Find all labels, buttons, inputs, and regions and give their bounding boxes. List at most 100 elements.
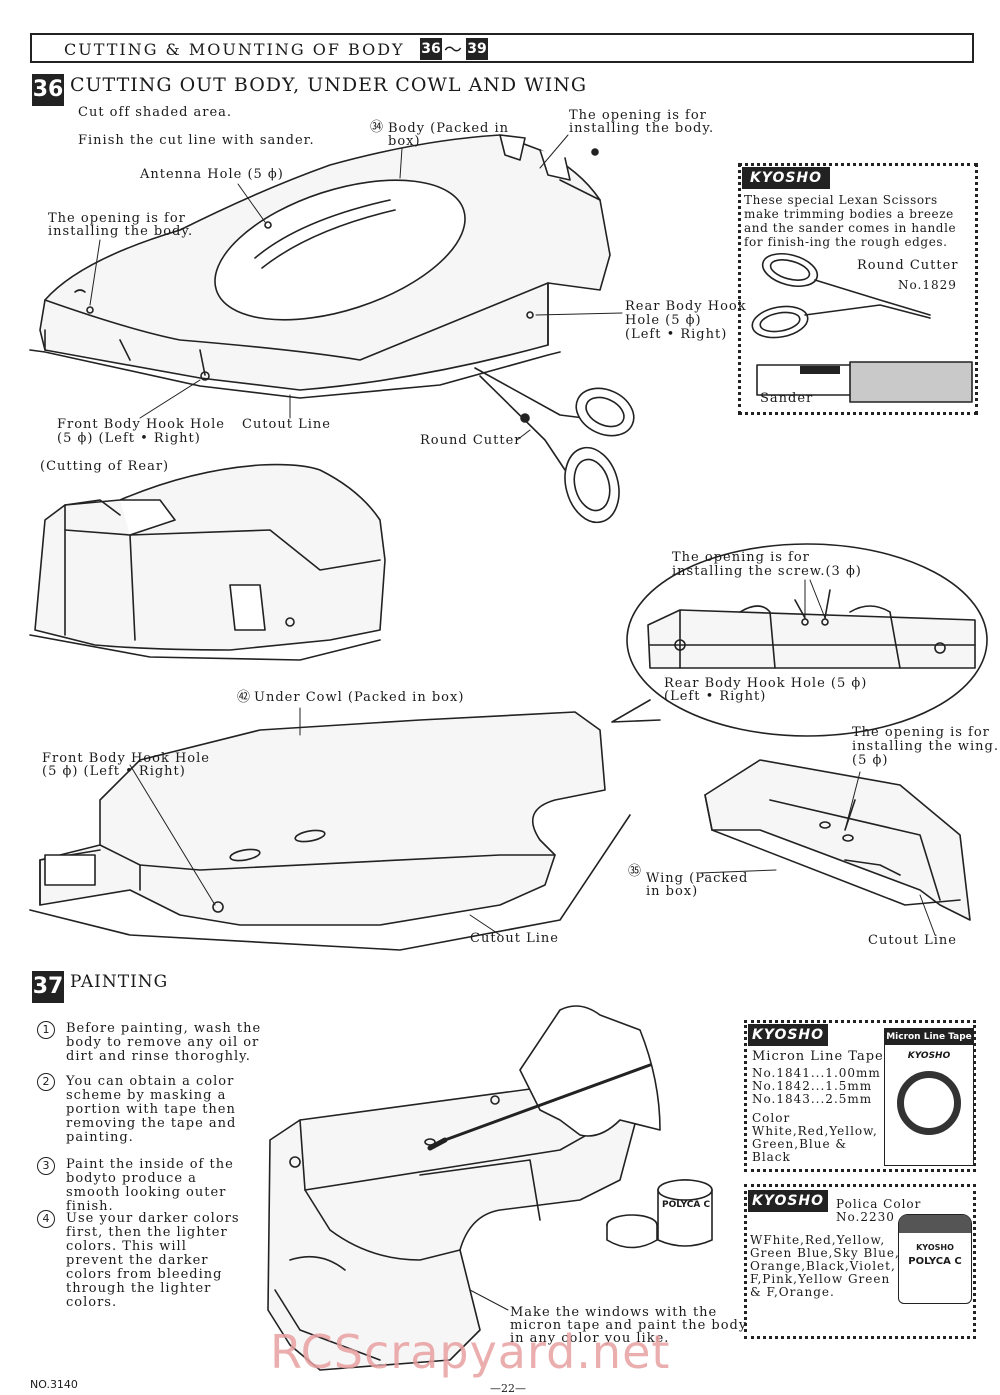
footer-document-number: NO.3140 bbox=[30, 1378, 78, 1391]
label-cutout-line: Cutout Line bbox=[242, 417, 331, 432]
rear-cut-drawing bbox=[29, 463, 386, 661]
label-opening-body-right-2: installing the body. bbox=[569, 121, 715, 136]
promo-tape-colors-2: Green,Blue & bbox=[752, 1137, 848, 1151]
label-rear-hook-callout: Rear Body Hook Hole (5 ϕ) bbox=[664, 676, 868, 691]
label-front-hook-hole: Front Body Hook Hole bbox=[57, 417, 225, 432]
promo-scissors-drawing bbox=[751, 252, 973, 403]
promo-tape-item-3: No.1843...2.5mm bbox=[752, 1092, 873, 1106]
label-round-cutter: Round Cutter bbox=[420, 433, 522, 448]
page-title: CUTTING & MOUNTING OF BODY bbox=[64, 40, 405, 59]
painting-step-3: Paint the inside of the bodyto produce a… bbox=[66, 1157, 234, 1214]
watermark: RCScrapyard.net bbox=[270, 1325, 671, 1379]
label-windows-2: micron tape and paint the body bbox=[510, 1318, 748, 1333]
label-cutout-line-wing: Cutout Line bbox=[868, 933, 957, 948]
label-cutout-line-cowl: Cutout Line bbox=[470, 931, 559, 946]
label-rear-hook-size: Hole (5 ϕ) bbox=[625, 313, 702, 328]
wing-drawing bbox=[704, 759, 971, 921]
painting-step-2: You can obtain a color scheme by masking… bbox=[66, 1074, 237, 1145]
painting-drawing bbox=[267, 1005, 713, 1371]
label-opening-body-left: The opening is for bbox=[48, 211, 186, 226]
label-windows: Make the windows with the bbox=[510, 1305, 718, 1320]
footer-page-number: —22— bbox=[490, 1382, 526, 1395]
label-front-hook-cowl-2: (5 ϕ) (Left • Right) bbox=[42, 764, 186, 779]
step-marker-4: 4 bbox=[37, 1210, 55, 1228]
label-wing: Wing (Packed bbox=[646, 871, 749, 886]
promo-paint-box bbox=[744, 1184, 976, 1339]
label-body-packed-2: box) bbox=[388, 134, 421, 149]
label-windows-3: in any color you like. bbox=[510, 1331, 670, 1346]
header-bar bbox=[30, 33, 974, 63]
label-opening-screw-2: installing the screw.(3 ϕ) bbox=[672, 564, 862, 579]
paint-jar-lid bbox=[899, 1215, 971, 1233]
promo-paint-name: Polica Color bbox=[836, 1197, 922, 1211]
promo-round-cutter-label: Round Cutter bbox=[857, 258, 959, 273]
promo-tape-color-label: Color bbox=[752, 1111, 791, 1125]
step-37-number: 37 bbox=[32, 971, 64, 1003]
step-marker-2: 2 bbox=[37, 1073, 55, 1091]
screw-callout-drawing bbox=[611, 543, 988, 737]
paint-jar-brand: KYOSHO bbox=[916, 1243, 954, 1252]
promo-tape-name: Micron Line Tape bbox=[752, 1049, 884, 1064]
instruction-finish: Finish the cut line with sander. bbox=[78, 133, 315, 148]
promo-paint-colors-1: WFhite,Red,Yellow, bbox=[750, 1233, 886, 1247]
label-under-cowl: Under Cowl (Packed in box) bbox=[254, 690, 465, 705]
promo-paint-colors-2: Green Blue,Sky Blue, bbox=[750, 1246, 900, 1260]
label-cutting-of-rear: (Cutting of Rear) bbox=[40, 459, 170, 474]
promo-paint-colors-4: F,Pink,Yellow Green bbox=[750, 1272, 891, 1286]
paint-jar: KYOSHO POLYCA C bbox=[898, 1214, 972, 1304]
promo-tape-box bbox=[744, 1020, 976, 1172]
label-opening-body-left-2: installing the body. bbox=[48, 224, 194, 239]
promo-paint-number: No.2230 bbox=[836, 1210, 895, 1224]
promo-round-cutter-number: No.1829 bbox=[898, 278, 957, 292]
label-rear-hook-callout-2: (Left • Right) bbox=[664, 689, 767, 704]
part-number-body: ㉞ bbox=[370, 120, 385, 135]
tape-roll-icon bbox=[897, 1071, 961, 1135]
label-rear-hook-hole: Rear Body Hook bbox=[625, 299, 747, 314]
label-front-hook-cowl: Front Body Hook Hole bbox=[42, 751, 210, 766]
jar-label: POLYCA C bbox=[662, 1200, 711, 1210]
tape-package-label: Micron Line Tape bbox=[885, 1029, 973, 1045]
paint-jar-label: POLYCA C bbox=[908, 1256, 962, 1267]
painting-step-1: Before painting, wash the body to remove… bbox=[66, 1021, 262, 1064]
round-cutter-drawing bbox=[474, 367, 635, 524]
part-number-under-cowl: ㊷ bbox=[237, 690, 252, 705]
header-step-start: 36 bbox=[420, 38, 442, 60]
part-number-wing: ㉟ bbox=[628, 864, 643, 879]
label-front-hook-size: (5 ϕ) (Left • Right) bbox=[57, 431, 201, 446]
under-cowl-drawing bbox=[29, 711, 631, 951]
label-opening-wing-2: installing the wing. bbox=[852, 739, 1000, 754]
promo-tape-colors-1: White,Red,Yellow, bbox=[752, 1124, 878, 1138]
label-opening-screw: The opening is for bbox=[672, 550, 810, 565]
header-range-tilde: 〜 bbox=[444, 40, 462, 61]
promo-paint-colors-3: Orange,Black,Violet, bbox=[750, 1259, 896, 1273]
label-opening-wing-3: (5 ϕ) bbox=[852, 753, 889, 768]
step-36-number: 36 bbox=[32, 74, 64, 106]
promo-scissors-box bbox=[738, 163, 978, 415]
promo-tape-item-1: No.1841...1.00mm bbox=[752, 1066, 881, 1080]
label-rear-hook-side: (Left • Right) bbox=[625, 327, 728, 342]
body-drawing bbox=[29, 134, 611, 399]
promo-sander-label: Sander bbox=[760, 391, 814, 406]
label-antenna-hole: Antenna Hole (5 ϕ) bbox=[140, 167, 284, 182]
leader-lines bbox=[89, 134, 936, 1311]
promo-paint-colors-5: & F,Orange. bbox=[750, 1285, 835, 1299]
step-37-title: PAINTING bbox=[70, 972, 169, 992]
step-marker-1: 1 bbox=[37, 1021, 55, 1039]
step-marker-3: 3 bbox=[37, 1157, 55, 1175]
instruction-cut-off: Cut off shaded area. bbox=[78, 105, 233, 120]
label-body-packed: Body (Packed in bbox=[388, 121, 509, 136]
kyosho-logo: KYOSHO bbox=[742, 167, 830, 189]
tape-package-brand: KYOSHO bbox=[907, 1051, 951, 1061]
promo-tape-colors-3: Black bbox=[752, 1150, 791, 1164]
kyosho-logo: KYOSHO bbox=[748, 1190, 828, 1212]
kyosho-logo: KYOSHO bbox=[748, 1024, 828, 1046]
label-wing-2: in box) bbox=[646, 884, 699, 899]
label-opening-body-right: The opening is for bbox=[569, 108, 707, 123]
step-36-title: CUTTING OUT BODY, UNDER COWL AND WING bbox=[70, 74, 588, 96]
label-opening-wing: The opening is for bbox=[852, 725, 990, 740]
tape-package: Micron Line Tape KYOSHO bbox=[884, 1028, 974, 1166]
promo-tape-item-2: No.1842...1.5mm bbox=[752, 1079, 873, 1093]
header-step-end: 39 bbox=[466, 38, 488, 60]
promo-scissors-text: These special Lexan Scissors make trimmi… bbox=[744, 193, 957, 249]
